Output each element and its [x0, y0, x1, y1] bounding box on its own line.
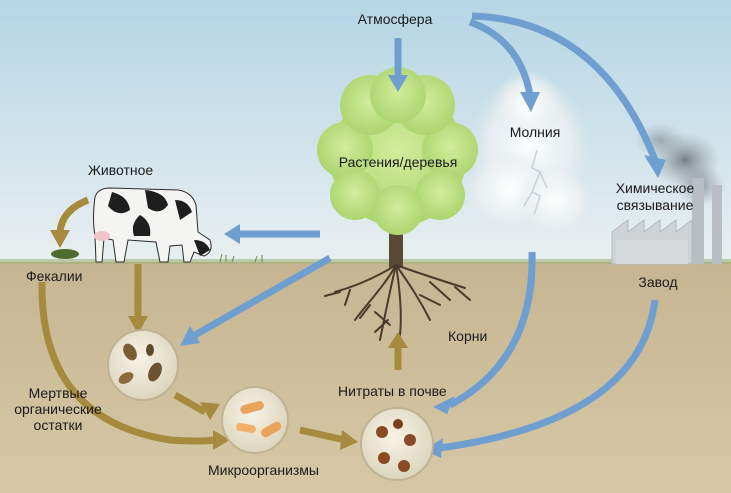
soil-circle-microorganisms	[221, 386, 289, 454]
soil-circle-dead-matter	[107, 329, 179, 401]
label-chemical-fixation-line1: Химическое	[615, 180, 695, 196]
tree-icon	[317, 67, 478, 268]
label-feces: Фекалии	[26, 268, 83, 284]
arrow-circle1-to-circle2	[173, 391, 207, 416]
label-dead-organic-line3: остатки	[33, 417, 83, 433]
grass-line	[0, 259, 731, 264]
arrow-cow-to-feces	[56, 196, 90, 233]
label-chemical-fixation-line2: связывание	[616, 197, 694, 213]
feces-icon	[51, 249, 79, 259]
label-factory: Завод	[638, 274, 678, 290]
label-animal: Животное	[88, 162, 154, 178]
blue-arrows	[193, 12, 659, 452]
label-lightning: Молния	[509, 124, 561, 140]
label-atmosphere: Атмосфера	[357, 11, 433, 27]
label-dead-organic-line2: органические	[14, 401, 102, 417]
arrow-atmosphere-to-lightning	[468, 18, 534, 96]
label-microorganisms: Микроорганизмы	[208, 462, 319, 478]
grass-icon	[219, 253, 263, 263]
arrow-factory-to-nitrates	[439, 299, 659, 452]
label-dead-organic-line1: Мертвые	[28, 385, 88, 401]
label-roots: Корни	[448, 328, 488, 344]
label-soil-nitrates: Нитраты в почве	[338, 383, 447, 399]
factory-icon	[611, 178, 722, 265]
arrow-feces-to-circle-dashed	[38, 281, 216, 445]
label-plants: Растения/деревья	[338, 154, 458, 170]
roots-icon	[324, 264, 471, 341]
arrow-lightning-to-nitrates	[448, 251, 536, 409]
cow-icon	[93, 187, 212, 263]
brown-arrowheads	[50, 230, 408, 450]
tree-crown	[317, 67, 478, 235]
arrow-circle2-to-circle3	[299, 426, 346, 444]
arrow-atmosphere-to-factory	[471, 12, 659, 162]
soil-circle-nitrates	[360, 407, 434, 481]
brown-arrows	[38, 196, 402, 445]
lightning-icon	[523, 149, 548, 216]
arrow-tree-to-soil-circle	[193, 254, 332, 339]
